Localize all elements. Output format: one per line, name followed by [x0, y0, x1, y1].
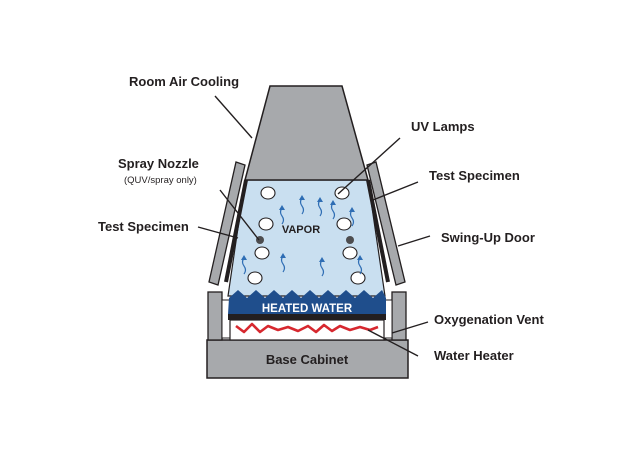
test-specimen-right-label: Test Specimen — [429, 168, 520, 183]
leader-test-specimen-right — [372, 181, 419, 201]
water-tray-bottom — [228, 314, 386, 320]
vapor-arrowhead — [349, 207, 355, 212]
heater-compartment — [229, 319, 385, 341]
vapor-arrow — [319, 259, 325, 277]
vapor-arrow — [317, 199, 323, 217]
uv-lamps-label: UV Lamps — [411, 119, 475, 134]
base-cabinet — [206, 339, 409, 379]
leader-oxygenation-vent — [391, 321, 429, 334]
uv-lamp — [336, 217, 352, 231]
vapor-arrow — [279, 207, 285, 225]
vapor-arrowhead — [330, 200, 336, 205]
room-air-cooling-label: Room Air Cooling — [129, 74, 239, 89]
heated-water-label: HEATED WATER — [262, 303, 353, 315]
leader-room-air-cooling — [214, 95, 253, 139]
uv-lamp — [334, 186, 350, 200]
test-specimen-left-panel — [224, 179, 248, 283]
uv-lamp — [258, 217, 274, 231]
room-air-cooling-hood — [244, 85, 369, 181]
vapor-arrowhead — [299, 195, 305, 200]
swing-up-door-label: Swing-Up Door — [441, 230, 535, 245]
vapor-label: VAPOR — [282, 224, 320, 236]
uv-lamp — [260, 186, 276, 200]
base-cabinet-label: Base Cabinet — [266, 352, 349, 367]
vapor-arrowhead — [317, 197, 323, 202]
vapor-arrow — [299, 197, 305, 215]
water-heater-label: Water Heater — [434, 348, 514, 363]
vapor-arrow — [349, 209, 355, 227]
heated-water — [228, 290, 386, 314]
vapor-arrow — [241, 257, 247, 275]
vapor-arrowhead — [279, 205, 285, 210]
vapor-arrowhead — [241, 255, 247, 260]
vapor-arrows — [241, 197, 363, 277]
leader-uv-lamps — [337, 137, 401, 195]
uv-lamp — [247, 271, 263, 285]
vapor-arrow — [357, 257, 363, 275]
left-door — [208, 161, 246, 286]
leader-spray-nozzle — [219, 189, 260, 241]
left-post — [207, 291, 223, 341]
leader-test-specimen-left — [197, 226, 239, 239]
vapor-arrow — [280, 255, 286, 273]
spray-nozzle-right — [346, 236, 354, 244]
vapor-arrow — [330, 202, 336, 220]
oxygenation-vent-label: Oxygenation Vent — [434, 312, 544, 327]
leader-water-heater — [367, 329, 419, 357]
water-heater-element — [235, 322, 379, 334]
vapor-arrowhead — [357, 255, 363, 260]
vapor-arrowhead — [280, 253, 286, 258]
uv-lamp — [350, 271, 366, 285]
uv-lamp — [254, 246, 270, 260]
test-specimen-right-panel — [366, 179, 390, 283]
uv-lamp — [342, 246, 358, 260]
test-specimen-left-label: Test Specimen — [98, 219, 189, 234]
spray-nozzle-label: Spray Nozzle — [118, 156, 199, 171]
spray-nozzle-note: (QUV/spray only) — [124, 175, 197, 186]
uv-lamps — [247, 186, 366, 285]
vapor-arrowhead — [319, 257, 325, 262]
leader-swing-up-door — [397, 235, 431, 247]
vapor-arrowheads — [241, 195, 363, 262]
